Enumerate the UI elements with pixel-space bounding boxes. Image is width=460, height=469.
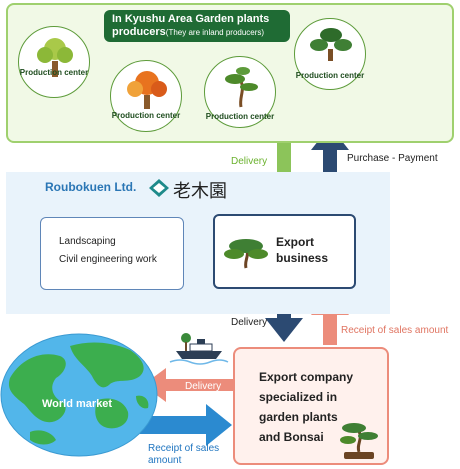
globe-icon bbox=[0, 333, 158, 457]
landscaping-box: Landscaping Civil engineering work bbox=[40, 217, 184, 290]
production-center-3-label: Production center bbox=[205, 112, 275, 121]
receipt-label-2-line1: Receipt of sales bbox=[148, 443, 220, 454]
export-company-line1: Export company bbox=[259, 370, 354, 384]
civil-engineering-line: Civil engineering work bbox=[59, 254, 157, 265]
receipt-label-2: Receipt of sales amount bbox=[148, 443, 219, 467]
receipt-label-2-line2: amount bbox=[148, 455, 182, 466]
bonsai-icon bbox=[225, 67, 258, 108]
production-center-3 bbox=[204, 56, 276, 128]
bonsai-icon bbox=[310, 28, 352, 61]
production-center-4 bbox=[294, 18, 366, 90]
world-market-label: World market bbox=[42, 398, 113, 410]
export-business-line1: Export bbox=[276, 235, 315, 249]
production-center-1-label: Production center bbox=[19, 68, 89, 77]
purchase-payment-label: Purchase - Payment bbox=[347, 153, 438, 164]
production-center-2 bbox=[110, 60, 182, 132]
export-company-line3: garden plants bbox=[259, 410, 338, 424]
export-company-line4: and Bonsai bbox=[259, 430, 324, 444]
production-center-4-label: Production center bbox=[295, 71, 365, 80]
delivery-label-1: Delivery bbox=[231, 156, 268, 167]
delivery-arrow-navy bbox=[265, 289, 303, 342]
purchase-arrow-navy bbox=[311, 126, 349, 211]
landscaping-line: Landscaping bbox=[59, 236, 116, 247]
receipt-arrow-blue bbox=[140, 404, 232, 446]
production-center-1 bbox=[18, 26, 90, 98]
production-center-2-label: Production center bbox=[111, 111, 181, 120]
bonsai-icon bbox=[224, 239, 268, 269]
producers-title-main: In Kyushu Area Garden plants producers bbox=[112, 13, 270, 38]
company-kanji: 老木園 bbox=[173, 181, 227, 202]
delivery-label-2: Delivery bbox=[231, 317, 268, 328]
ship-icon bbox=[169, 333, 229, 365]
producers-title: In Kyushu Area Garden plants producers(T… bbox=[104, 10, 290, 42]
export-business-label: Export business bbox=[276, 234, 328, 266]
company-logo-icon bbox=[149, 179, 169, 197]
delivery-arrow-pink-left bbox=[143, 368, 233, 402]
tree-icon bbox=[127, 71, 167, 109]
receipt-label-1: Receipt of sales amount bbox=[341, 325, 449, 336]
producers-title-sub: (They are inland producers) bbox=[165, 28, 265, 37]
tree-icon bbox=[37, 38, 73, 77]
export-business-line2: business bbox=[276, 251, 329, 265]
company-name: Roubokuen Ltd. bbox=[45, 180, 137, 194]
bonsai-icon bbox=[340, 423, 378, 459]
export-company-box: Export company specialized in garden pla… bbox=[233, 347, 389, 465]
delivery-label-3: Delivery bbox=[185, 381, 222, 392]
export-company-line2: specialized in bbox=[259, 390, 338, 404]
